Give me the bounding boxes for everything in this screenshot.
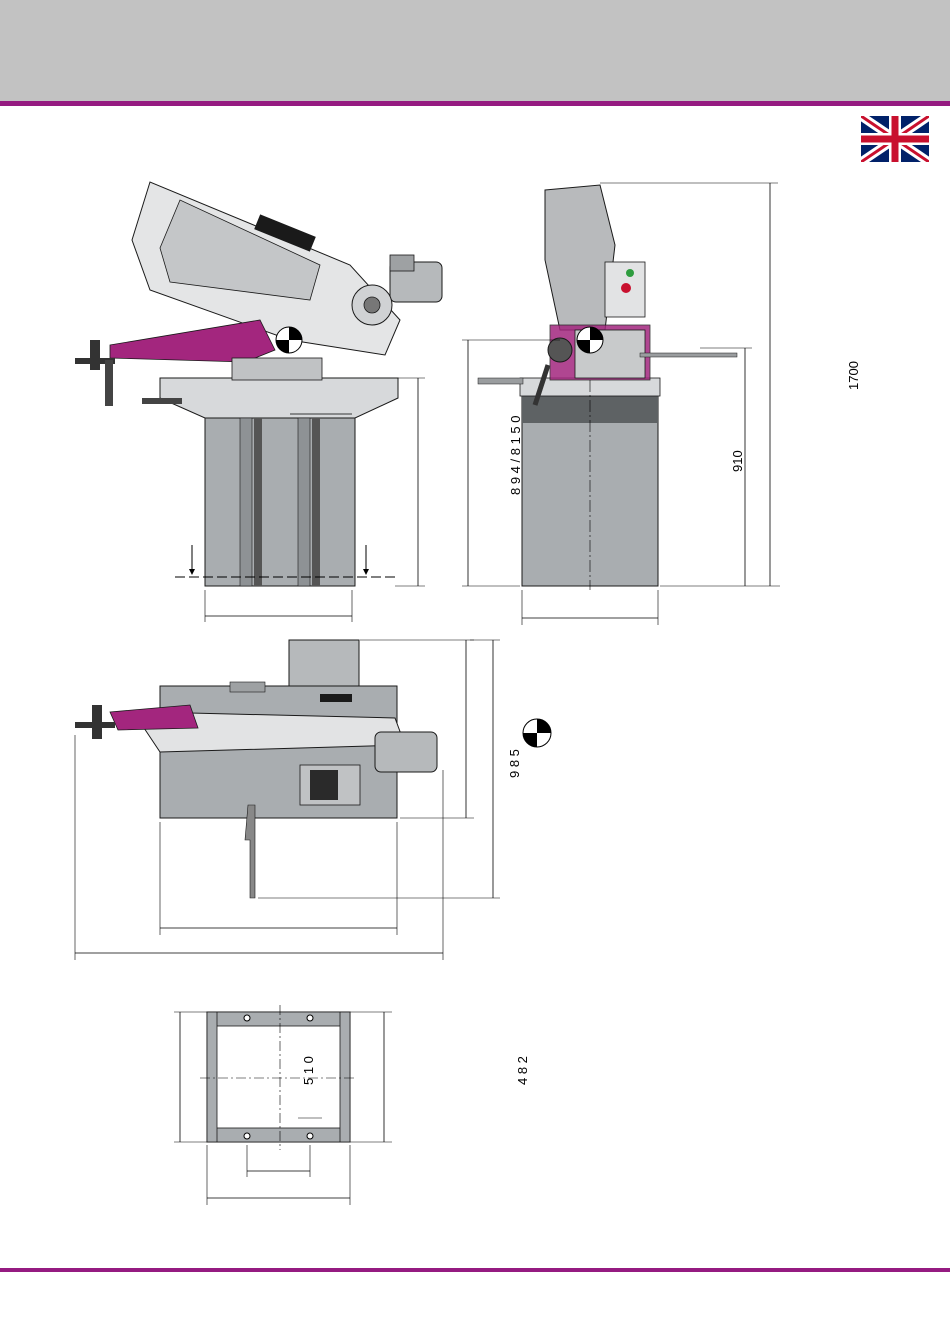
foot-depth-label: 4 8 2 xyxy=(515,1056,530,1085)
footprint-view xyxy=(174,1005,392,1205)
overall-height-label: 1700 xyxy=(846,361,861,390)
front-view xyxy=(75,182,442,622)
footer-rule xyxy=(0,1268,950,1272)
table-height-label: 910 xyxy=(730,450,745,472)
side-depth-label: 8 9 4 / 8 1 5 0 xyxy=(508,415,523,495)
top-view xyxy=(75,640,551,960)
top-view-depth-label: 9 8 5 xyxy=(507,749,522,778)
side-view xyxy=(462,183,780,625)
foot-inner-label: 5 1 0 xyxy=(301,1056,316,1085)
